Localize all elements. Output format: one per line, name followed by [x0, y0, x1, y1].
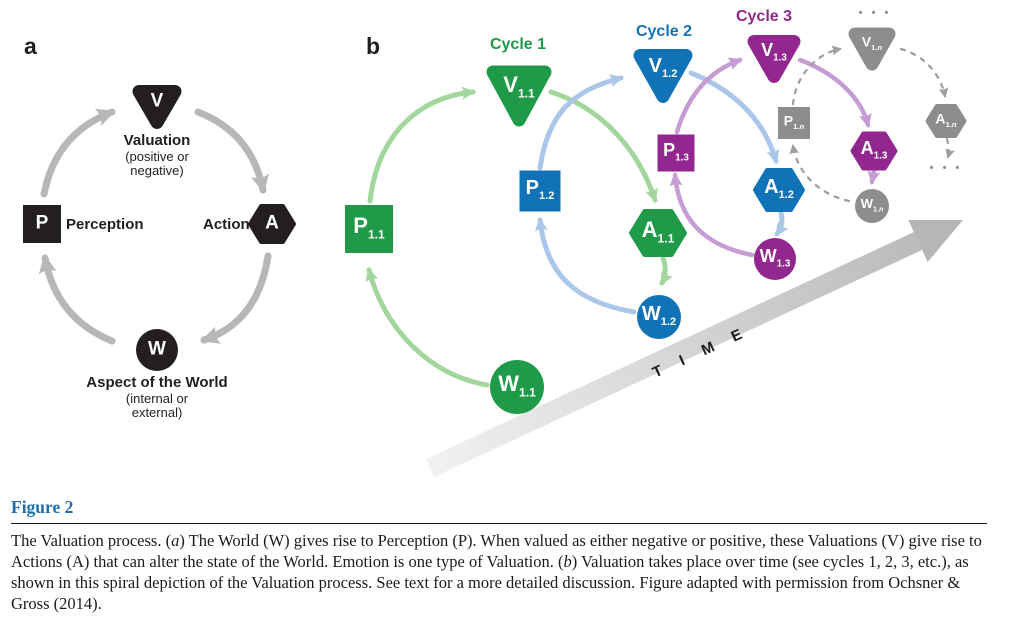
node-valuation-letter: V [150, 90, 164, 112]
node-w12-shape [637, 295, 681, 339]
node-v11-label: V1.1 [503, 72, 535, 101]
node-world-shape [136, 329, 178, 371]
arc-a1n-next [945, 137, 956, 159]
node-perception-shape [23, 205, 61, 243]
node-p13-label: P1.3 [663, 139, 689, 164]
node-w11-shape [490, 360, 544, 414]
arc-a12-w13 [774, 210, 789, 237]
node-p1n-label: P1.n [783, 112, 805, 132]
node-v13-label: V1.3 [761, 40, 787, 64]
node-p12-shape [519, 170, 561, 212]
node-v1n-shape [848, 27, 896, 71]
node-v12-shape [633, 49, 693, 103]
node-a12-shape [753, 168, 805, 212]
node-a1n-label: A1.n [935, 110, 957, 130]
panel-b-label: b [366, 33, 381, 59]
panel-a-label: a [24, 33, 37, 59]
time-arrow-band [426, 232, 922, 477]
cycle1-arcs [365, 86, 673, 388]
arc-v1n-a1n [899, 47, 949, 98]
node-valuation-shape [132, 85, 182, 129]
node-world-letter: W [148, 338, 166, 360]
node-a12-label: A1.2 [764, 176, 794, 202]
arrow-perception-to-valuation [40, 108, 116, 198]
node-a11-shape [629, 209, 687, 257]
cycle-2-label: Cycle 2 [635, 23, 693, 40]
arc-w12-p12 [534, 217, 637, 315]
node-p11-shape [345, 205, 393, 253]
node-v13-shape [747, 35, 801, 83]
time-arrow [426, 220, 963, 477]
node-w1n-shape [855, 189, 889, 223]
valuation-subtitle-1: (positive or [125, 149, 189, 164]
cycle-1-label: Cycle 1 [489, 36, 547, 53]
action-title: Action [203, 216, 250, 233]
world-subtitle-1: (internal or [125, 391, 189, 406]
arrow-action-to-world [200, 252, 272, 344]
caption-text: The Valuation process. (a) The World (W)… [11, 531, 982, 613]
arc-a11-w12 [659, 255, 673, 286]
node-v1n-label: V1.n [861, 33, 883, 53]
node-p12-label: P1.2 [525, 177, 555, 203]
node-w13-shape [754, 238, 796, 280]
valuation-subtitle-2: negative) [130, 163, 184, 178]
arc-w11-p11 [365, 267, 490, 388]
arc-w13-p13 [669, 172, 755, 258]
node-p1n-shape [778, 107, 810, 139]
node-p11-label: P1.1 [353, 213, 385, 242]
perception-title: Perception [66, 216, 144, 233]
arc-p12-v12 [537, 74, 624, 171]
node-shapes [23, 27, 967, 414]
valuation-title: Valuation [123, 132, 191, 149]
caption-divider [11, 523, 987, 524]
node-w13-label: W1.3 [759, 245, 791, 270]
node-perception-letter: P [35, 212, 49, 234]
arc-p11-v11 [367, 86, 476, 204]
node-a11-label: A1.1 [641, 217, 675, 246]
world-title: Aspect of the World [86, 374, 228, 391]
node-w12-label: W1.2 [641, 303, 677, 329]
arrow-world-to-perception [38, 254, 116, 345]
node-w1n-label: W1.n [860, 196, 884, 214]
ellipsis-continuation-right: • • • [929, 162, 963, 174]
time-arrow-head [908, 220, 963, 262]
arc-p1n-v1n [791, 45, 842, 106]
node-a13-label: A1.3 [860, 137, 888, 162]
panel-a-arrows [38, 108, 272, 345]
arc-a13-w1n [867, 168, 881, 185]
arc-w1n-p1n [789, 144, 851, 203]
world-subtitle-2: external) [131, 405, 183, 420]
node-p13-shape [657, 134, 695, 172]
node-action-letter: A [265, 212, 279, 234]
arc-p13-v13 [674, 57, 743, 135]
figure-number-label: Figure 2 [11, 497, 74, 517]
ellipsis-continuation-top: • • • [858, 7, 892, 19]
node-w11-label: W1.1 [498, 371, 536, 400]
node-v11-shape [486, 65, 552, 127]
cycle-3-label: Cycle 3 [735, 8, 793, 25]
cyclen-arcs [789, 45, 956, 203]
node-v12-label: V1.2 [648, 55, 678, 81]
figure-caption: Figure 2 The Valuation process. (a) The … [11, 497, 987, 614]
arrow-valuation-to-action [194, 108, 269, 194]
cycle2-arcs [534, 70, 789, 315]
arc-v13-a13 [797, 57, 872, 128]
node-a13-shape [850, 131, 898, 171]
node-a1n-shape [925, 104, 967, 138]
arc-v11-a11 [548, 89, 658, 203]
valuation-diagram-canvas [23, 27, 967, 477]
node-action-shape [248, 204, 296, 244]
